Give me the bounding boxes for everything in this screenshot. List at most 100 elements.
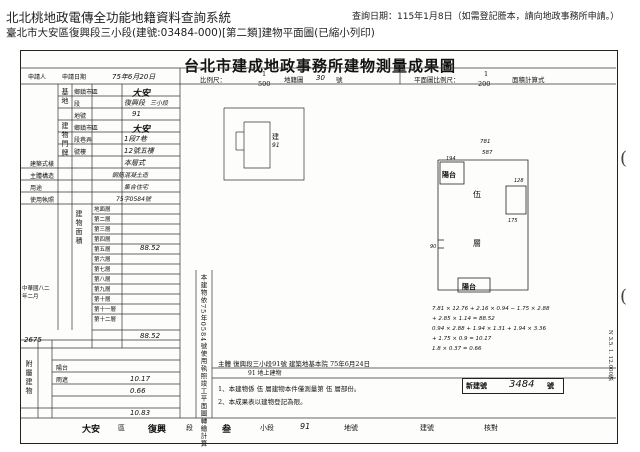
plan-room-2: 層 — [473, 239, 481, 248]
plan-scale-label: 平面圖比例尺： — [414, 76, 460, 84]
lot-marker: 91 — [272, 142, 280, 149]
row-label-9: 建築式樣 — [30, 161, 55, 168]
row-label-11: 用途 — [30, 185, 43, 192]
map-sheet-suffix: 號 — [336, 76, 343, 84]
footer-lot-suffix: 地號 — [344, 424, 358, 432]
floor-5-area: 88.52 — [140, 244, 161, 252]
build-no-suffix: 號 — [547, 381, 554, 390]
footer-lot: 91 — [300, 422, 311, 431]
row-value-4: 91 — [132, 110, 141, 118]
floor-1: 地面層 — [94, 207, 111, 213]
row-label-10: 主體構造 — [30, 173, 55, 180]
row-label-4: 地號 — [74, 113, 87, 120]
row-label-2: 段 — [74, 101, 81, 108]
note-1: 1、本建物係 伍 層建物本件僅測量第 伍 層部份。 — [218, 385, 361, 393]
row-value-3: 三小段 — [150, 100, 169, 107]
calc-line-2: + 2.85 × 1.14 = 88.52 — [432, 316, 495, 322]
form-number: N 3.5. 1. 12.000張 — [607, 330, 613, 381]
row-value-5: 大安 — [132, 125, 151, 135]
site-label: 基地 — [61, 88, 69, 106]
building-marker: 建 — [272, 133, 279, 141]
note-2: 2、本成果表以建物登記為限。 — [218, 398, 307, 406]
floor-11: 第十一層 — [94, 307, 117, 313]
row-label-12: 使用執照 — [30, 197, 55, 204]
accessory-total: 10.83 — [130, 409, 151, 417]
footer-subsection: 叁 — [222, 425, 232, 435]
footer-district-suffix: 區 — [118, 424, 125, 432]
floor-7: 第七層 — [94, 267, 111, 273]
footer-district: 大安 — [82, 425, 101, 435]
plan-dim-2: 587 — [482, 150, 493, 156]
rain-area: 0.66 — [130, 387, 146, 395]
calc-line-5: 1.8 × 0.37 = 0.66 — [432, 346, 482, 352]
floor-4: 第四層 — [94, 237, 111, 243]
plan-dim-4: 128 — [514, 178, 524, 184]
plan-room: 伍 — [473, 190, 481, 199]
balcony-bottom: 陽台 — [462, 282, 476, 291]
map-scale-num: 1 — [262, 70, 267, 78]
rain-label: 雨遮 — [56, 377, 69, 384]
page-header: 北北桃地政電傳全功能地籍資料查詢系統 查詢日期：115年1月8日（如需登記謄本，… — [0, 0, 640, 44]
row-value-12: 75字0584號 — [116, 196, 151, 203]
balcony-top: 陽台 — [442, 170, 456, 179]
floor-3: 第三層 — [94, 227, 111, 233]
plan-dim-1: 781 — [480, 139, 491, 145]
floor-5: 第五層 — [94, 247, 111, 253]
floor-10: 第十層 — [94, 297, 111, 303]
floor-9: 第九層 — [94, 287, 111, 293]
row-value-2: 復興段 — [124, 99, 145, 107]
scan-mark-bottom: ( — [620, 286, 628, 307]
row-value-7: 1段7巷 — [124, 135, 147, 143]
floor-8: 第八層 — [94, 277, 111, 283]
row-label-8: 號樓 — [74, 149, 87, 156]
area-unit-label: 面積計算式 — [512, 76, 545, 84]
query-date: 查詢日期：115年1月8日（如需登記謄本，請向地政事務所申請。） — [352, 12, 620, 22]
plan-dim-5: 175 — [508, 218, 518, 224]
row-label-5: 鄉鎮市區 — [74, 125, 99, 132]
row-value-10: 鋼筋混凝土造 — [112, 172, 149, 179]
side-label: 中華國八二年二月 — [22, 286, 50, 300]
row-value-11: 集合住宅 — [124, 184, 149, 191]
balcony-area: 10.17 — [130, 375, 151, 383]
calc-line-3: 0.94 × 2.88 + 1.94 × 1.31 + 1.94 × 3.36 — [432, 326, 547, 332]
date-label: 申請日期 — [62, 74, 87, 81]
row-value-8: 12號五樓 — [124, 147, 154, 155]
building-area-label: 建物面積 — [75, 210, 83, 246]
row-value-1: 大安 — [132, 89, 151, 99]
applicant-label: 申請人 — [28, 74, 47, 81]
map-scale-label: 比例尺： — [200, 76, 226, 84]
new-build-no-box: 新建號 3484 號 — [462, 378, 564, 394]
system-title: 北北桃地政電傳全功能地籍資料查詢系統 — [6, 10, 232, 25]
footer-section-suffix: 段 — [186, 424, 193, 432]
bottom-line-1: 主體 復興段三小段91號 建築地基本院 75年6月24日 — [218, 360, 371, 368]
document-description: 臺北市大安區復興段三小段(建號:03484-000)[第二類]建物平面圖(已縮小… — [6, 27, 375, 39]
plan-scale-num: 1 — [484, 70, 489, 78]
row-label-7: 段巷弄 — [74, 137, 93, 144]
scan-mark-top: ( — [620, 148, 628, 169]
calc-line-4: + 1.75 × 0.9 = 10.17 — [432, 336, 492, 342]
address-label: 建物門牌 — [61, 122, 69, 158]
date-value: 75年6月20日 — [112, 73, 156, 81]
footer-subsection-suffix: 小段 — [260, 424, 274, 432]
row-label-1: 鄉鎮市區 — [74, 89, 99, 96]
floor-2: 第二層 — [94, 217, 111, 223]
footer-collator: 核對 — [484, 424, 498, 432]
map-sheet-no: 30 — [316, 74, 325, 82]
floor-12: 第十二層 — [94, 317, 117, 323]
footer-section: 復興 — [148, 425, 167, 435]
bottom-line-2: 91 地上建物 — [248, 370, 282, 377]
side-number: 2675 — [24, 336, 42, 344]
calc-line-1: 7.81 × 12.76 + 2.16 × 0.94 − 1.75 × 2.88 — [432, 306, 550, 312]
plan-dim-3: 194 — [446, 156, 456, 162]
accessory-label: 附屬建物 — [25, 360, 33, 396]
total-area: 88.52 — [140, 332, 161, 340]
balcony-label: 陽台 — [56, 365, 69, 372]
map-sheet-label: 地籍圖 — [284, 76, 304, 84]
document-title: 台北市建成地政事務所建物測量成果圖 — [183, 57, 456, 75]
footer-build: 建號 — [420, 424, 434, 432]
plan-dim-6: 90 — [430, 244, 437, 250]
row-value-9: 本層式 — [124, 159, 145, 167]
floor-6: 第六層 — [94, 257, 111, 263]
build-no-value: 3484 — [509, 379, 535, 390]
build-no-label: 新建號 — [466, 381, 487, 390]
